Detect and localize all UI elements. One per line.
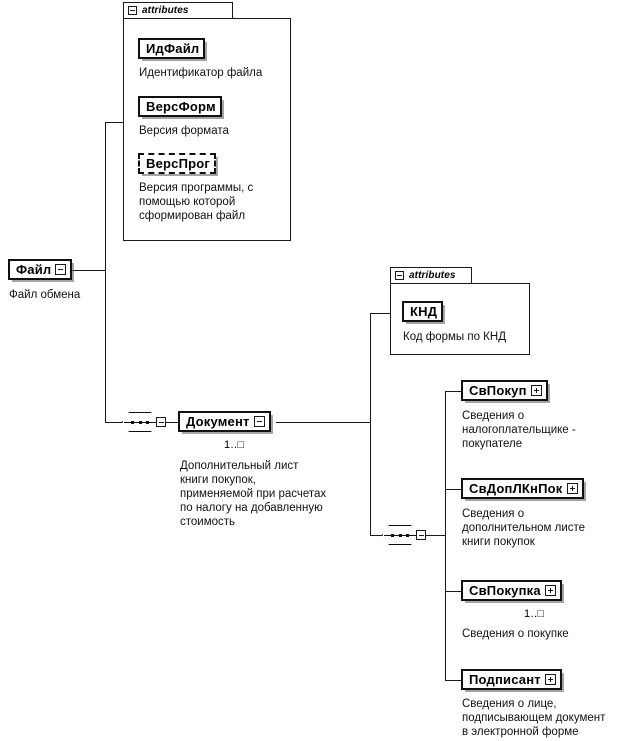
sequence-compositor-dots: [391, 533, 409, 537]
element-svdoplknpok-description: Сведения о дополнительном листе книги по…: [462, 508, 586, 548]
minus-expander-icon[interactable]: [416, 530, 426, 540]
attribute-versprog-box[interactable]: ВерсПрог: [138, 153, 217, 174]
sequence-compositor-icon-root[interactable]: [122, 412, 166, 432]
connector-trunk-to-file-attributes: [105, 122, 123, 123]
element-dokument[interactable]: Документ: [178, 411, 271, 432]
element-podpisant-box[interactable]: Подписант: [461, 669, 562, 690]
attribute-versform-label: ВерсФорм: [146, 99, 216, 114]
attribute-versprog-label: ВерсПрог: [146, 156, 211, 171]
file-attributes-tab[interactable]: attributes: [123, 2, 233, 19]
element-fayl-label: Файл: [16, 262, 52, 277]
attribute-versprog[interactable]: ВерсПрог: [138, 153, 217, 174]
element-podpisant-label: Подписант: [469, 672, 541, 687]
attribute-knd-box[interactable]: КНД: [402, 301, 444, 322]
connector-document-trunk-vertical: [370, 313, 371, 535]
connector-trunk-to-svdoplknpok: [445, 489, 461, 490]
minus-expander-icon[interactable]: [55, 264, 67, 275]
minus-expander-icon[interactable]: [128, 6, 137, 15]
connector-trunk-vertical: [105, 122, 106, 423]
attribute-knd-description: Код формы по КНД: [403, 331, 506, 343]
element-svdoplknpok[interactable]: СвДопЛКнПок: [461, 478, 584, 499]
document-attributes-tab-label: attributes: [409, 269, 456, 281]
element-fayl-box[interactable]: Файл: [8, 259, 73, 280]
connector-file-to-trunk: [71, 270, 106, 271]
connector-trunk-to-svpokup: [445, 391, 461, 392]
element-svpokup-box[interactable]: СвПокуп: [461, 380, 548, 401]
plus-expander-icon[interactable]: [544, 585, 556, 596]
element-podpisant[interactable]: Подписант: [461, 669, 562, 690]
element-svpokupka-description: Сведения о покупке: [462, 628, 569, 640]
minus-expander-icon[interactable]: [395, 271, 404, 280]
element-svpokup[interactable]: СвПокуп: [461, 380, 548, 401]
connector-trunk-to-svpokupka: [445, 591, 461, 592]
element-dokument-description: Дополнительный лист книги покупок, приме…: [180, 460, 327, 528]
connector-trunk-to-document-attributes: [370, 313, 390, 314]
connector-trunk-to-podpisant: [445, 680, 461, 681]
element-svpokup-label: СвПокуп: [469, 383, 527, 398]
attribute-versform-description: Версия формата: [139, 125, 229, 137]
element-svpokupka[interactable]: СвПокупка: [461, 580, 562, 601]
connector-trunk-to-child-sequence: [370, 535, 382, 536]
element-svpokupka-label: СвПокупка: [469, 583, 541, 598]
connector-children-trunk-vertical: [445, 391, 446, 680]
attribute-versform[interactable]: ВерсФорм: [138, 96, 222, 117]
element-fayl-description: Файл обмена: [9, 289, 81, 301]
attribute-idfayl-box[interactable]: ИдФайл: [138, 38, 206, 59]
connector-trunk-to-sequence: [105, 422, 122, 423]
file-attributes-tab-label: attributes: [142, 4, 189, 16]
document-attributes-tab[interactable]: attributes: [390, 267, 472, 284]
element-svpokup-description: Сведения о налогоплательщике - покупател…: [462, 410, 576, 450]
connector-document-to-trunk: [276, 422, 370, 423]
element-dokument-label: Документ: [186, 414, 250, 429]
element-svpokupka-box[interactable]: СвПокупка: [461, 580, 562, 601]
attribute-versform-box[interactable]: ВерсФорм: [138, 96, 222, 117]
plus-expander-icon[interactable]: [544, 674, 556, 685]
connector-child-sequence-to-trunk: [424, 535, 445, 536]
minus-expander-icon[interactable]: [156, 417, 166, 427]
element-svdoplknpok-label: СвДопЛКнПок: [469, 481, 563, 496]
plus-expander-icon[interactable]: [530, 385, 542, 396]
attribute-idfayl-description: Идентификатор файла: [139, 67, 263, 79]
sequence-compositor-dots: [131, 420, 149, 424]
minus-expander-icon[interactable]: [253, 416, 265, 427]
attribute-idfayl[interactable]: ИдФайл: [138, 38, 206, 59]
attribute-knd[interactable]: КНД: [402, 301, 444, 322]
element-svdoplknpok-box[interactable]: СвДопЛКнПок: [461, 478, 584, 499]
element-fayl[interactable]: Файл: [8, 259, 73, 280]
element-podpisant-description: Сведения о лице, подписывающем документ …: [462, 698, 606, 738]
attribute-idfayl-label: ИдФайл: [146, 41, 200, 56]
element-dokument-cardinality: 1..□: [224, 439, 245, 451]
sequence-compositor-icon-document[interactable]: [382, 525, 426, 545]
element-dokument-box[interactable]: Документ: [178, 411, 271, 432]
element-svpokupka-cardinality: 1..□: [524, 608, 545, 620]
connector-sequence-to-document: [160, 422, 178, 423]
plus-expander-icon[interactable]: [566, 483, 578, 494]
attribute-knd-label: КНД: [410, 304, 438, 319]
attribute-versprog-description: Версия программы, с помощью которой сфор…: [139, 182, 254, 222]
